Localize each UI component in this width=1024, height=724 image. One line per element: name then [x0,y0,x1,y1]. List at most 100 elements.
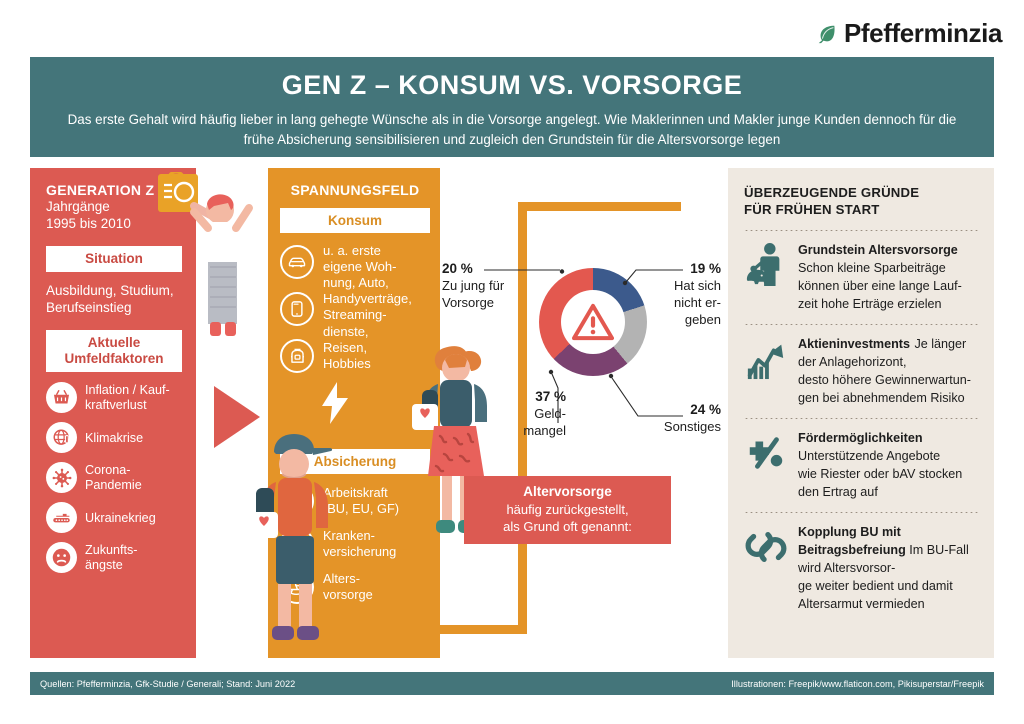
factor-item: Ukrainekrieg [46,502,182,534]
absicherung-list: Arbeitskraft (BU, EU, GF) Kranken- versi… [280,484,430,604]
header-banner: GEN Z – KONSUM VS. VORSORGE Das erste Ge… [30,57,994,157]
reason-item-kopplung-bu: Kopplung BU mit Beitragsbefreiung Im BU-… [744,523,980,613]
piggy-bank-person-icon [744,241,788,289]
growth-chart-icon [744,335,788,383]
konsum-line: Reisen, [323,339,368,355]
konsum-pill: Konsum [280,208,430,233]
factor-label-line-2: ängste [85,557,123,572]
heart-pulse-icon [280,527,314,561]
reason-text: Im BU-Fall wird Altersvorsor- ge weiter … [798,543,969,611]
factor-item: Klimakrise [46,422,182,454]
reason-text: Unterstützende Angebote wie Riester oder… [798,449,962,499]
reason-text-line: Schon kleine Sparbeiträge [798,260,946,275]
altersvorsorge-callout: Altervorsorge häufig zurückgestellt, als… [464,476,671,545]
car-icon [280,245,314,279]
donut-pct-value: 20 % [442,261,473,276]
reason-text-line: ge weiter bedient und damit [798,578,953,593]
reasons-panel-title: ÜBERZEUGENDE GRÜNDE FÜR FRÜHEN START [744,184,980,219]
reason-text-line: wie Riester oder bAV stocken [798,466,963,481]
donut-label-sonstiges: 24 % Sonstiges [664,401,721,436]
donut-pct-value: 19 % [690,261,721,276]
generation-z-panel: GENERATION Z Jahrgänge 1995 bis 2010 Sit… [30,168,196,658]
connector-vertical [518,202,527,634]
absicherung-label-line-2: (BU, EU, GF) [323,501,400,516]
donut-label-line: mangel [523,422,566,438]
donut-label-line: Vorsorge [442,294,495,310]
reason-text-line: Unterstützende Angebote [798,448,941,463]
umfeldfaktoren-pill-line-1: Aktuelle [87,334,141,350]
globe-thermometer-icon [46,422,77,454]
reason-text-line: desto höhere Gewinnerwartun- [798,372,971,387]
factor-label-line-2: kraftverlust [85,397,147,412]
factor-label: Corona- Pandemie [85,463,142,493]
absicherung-item: Arbeitskraft (BU, EU, GF) [280,484,430,518]
absicherung-label-line-2: vorsorge [323,587,373,602]
factor-label-line-1: Inflation / Kauf- [85,383,170,398]
footer-sources: Quellen: Pfefferminzia, Gfk-Studie / Gen… [40,678,296,689]
reason-body: Aktieninvestments Je länger der Anlageho… [798,335,980,407]
donut-pct-value: 37 % [535,389,566,404]
generation-z-years-label: Jahrgänge [46,199,110,214]
reason-text-line: können über eine lange Lauf- [798,278,962,293]
rocking-chair-icon [280,570,314,604]
umfeldfaktoren-pill-line-2: Umfeldfaktoren [64,351,164,366]
konsum-line: eigene Woh- [323,259,397,275]
connector-top-horizontal [518,202,681,211]
absicherung-label-line-1: Arbeitskraft [323,485,388,501]
reason-body: Grundstein Altersvorsorge Schon kleine S… [798,241,980,313]
sad-face-icon [46,542,77,574]
divider-dotted [744,511,980,513]
konsum-line: Streaming- [323,307,387,323]
konsum-line: Hobbies [323,355,371,371]
reason-text-line: den Ertrag auf [798,484,878,499]
brand-name: Pfefferminzia [843,18,1002,48]
donut-center [561,290,625,354]
konsum-content: u. a. erste eigene Woh- nung, Auto, Hand… [280,243,430,373]
factor-item: Corona- Pandemie [46,462,182,494]
konsum-line: u. a. erste [323,243,381,258]
situation-pill: Situation [46,245,182,272]
donut-label-line: Sonstiges [663,418,721,434]
reason-text-line: Altersarmut vermieden [798,596,925,611]
absicherung-label-line-1: Kranken- [323,528,375,544]
connector-bottom-horizontal [430,625,527,634]
reason-text-line: zeit hohe Erträge erzielen [798,296,942,311]
reason-text-line: Je länger der Anlagehorizont, [798,336,967,369]
spannungsfeld-panel: SPANNUNGSFELD Konsum [268,168,440,658]
donut-label-line: Geld- [534,405,566,421]
reason-heading: Aktieninvestments [798,336,910,351]
center-column: 20 % Zu jung für Vorsorge 19 % Hat sich … [430,168,725,658]
reason-item-aktien: Aktieninvestments Je länger der Anlageho… [744,335,980,407]
factor-label: Klimakrise [85,430,144,445]
generation-z-years-value: 1995 bis 2010 [46,216,131,232]
konsum-icon-list [280,243,314,373]
brand-logo: Pfefferminzia [816,18,1002,49]
reason-text: Schon kleine Sparbeiträge können über ei… [798,261,962,311]
reason-text: Je länger der Anlagehorizont, desto höhe… [798,337,971,405]
divider-dotted [744,417,980,419]
red-arrow-right-icon [214,386,260,448]
footer-bar: Quellen: Pfefferminzia, Gfk-Studie / Gen… [30,672,994,695]
tank-icon [46,502,77,534]
spannungsfeld-title: SPANNUNGSFELD [290,182,420,198]
donut-label-line: Zu jung für [442,277,505,293]
factor-label-line-2: Pandemie [85,477,142,492]
factor-item: Zukunfts- ängste [46,542,182,574]
callout-line-1: häufig zurückgestellt, [506,501,629,517]
factor-item: Inflation / Kauf- kraftverlust [46,382,182,414]
absicherung-item: Alters- vorsorge [280,570,430,604]
donut-label-line: nicht er- [674,294,721,310]
factor-label: Inflation / Kauf- kraftverlust [85,383,170,413]
reason-body: Fördermöglichkeiten Unterstützende Angeb… [798,429,980,501]
absicherung-label: Alters- vorsorge [323,571,373,603]
situation-text-line-2: Berufseinstieg [46,300,132,316]
situation-text-line-1: Ausbildung, Studium, [46,283,174,298]
generation-z-title: GENERATION Z [46,182,155,198]
donut-label-line: Hat sich [674,277,721,293]
callout-line-2: als Grund oft genannt: [503,518,632,534]
donut-label-hat-sich-nicht-ergeben: 19 % Hat sich nicht er- geben [674,260,721,329]
konsum-line: nung, Auto, [323,275,389,291]
donut-label-geldmangel: 37 % Geld- mangel [490,388,566,440]
reason-heading: Kopplung BU mit Beitragsbefreiung [798,525,909,557]
